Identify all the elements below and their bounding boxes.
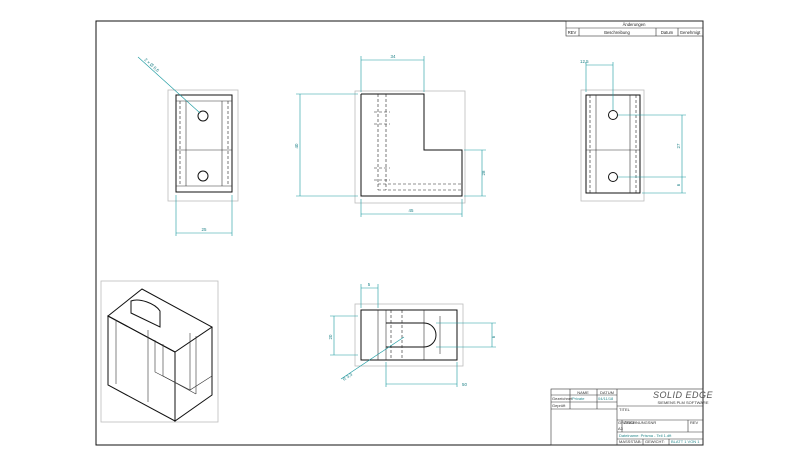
title-block-weight-label: GEWICHT: — [645, 439, 665, 444]
revision-col-date: Datum — [661, 30, 674, 35]
dim-bottom-radius: R 3,3 — [342, 372, 354, 382]
hole-callout: 2 × Ø 6,6 — [143, 57, 160, 73]
bottom-view — [354, 303, 464, 367]
dim-right-bottom: 6 — [676, 183, 681, 186]
dim-bottom-width: 45 — [409, 208, 414, 213]
title-block-scale-label: MASSSTAB: — [619, 439, 642, 444]
title-block-rev-label: REV — [690, 420, 699, 425]
dim-bottom-length: 50 — [462, 382, 467, 387]
front-view — [167, 89, 239, 202]
dim-height: 40 — [294, 143, 299, 148]
right-view-dimensions: 12,5 27 6 — [580, 59, 686, 194]
title-block-size-label: GRÖSSE — [618, 420, 635, 425]
dim-front-width: 25 — [202, 227, 207, 232]
isometric-view — [100, 280, 219, 423]
side-view — [354, 90, 466, 204]
dim-bottom-small: 5 — [368, 282, 371, 287]
revision-table-title: Änderungen — [623, 22, 646, 27]
bottom-view-dimensions: 5 20 6 R 3,3 50 — [328, 282, 496, 387]
dim-bottom-height: 20 — [328, 334, 333, 339]
revision-table: Änderungen REV Beschreibung Datum Genehm… — [565, 20, 704, 37]
title-block-company: SIEMENS PLM SOFTWARE — [658, 400, 709, 405]
revision-col-approved: Genehmigt — [680, 30, 701, 35]
dim-step-height: 28 — [481, 170, 486, 175]
dim-right-hole-spacing: 27 — [676, 143, 681, 148]
revision-col-description: Beschreibung — [604, 30, 630, 35]
drawing-border — [95, 20, 704, 446]
title-block-drawn-date: 04/11/18 — [598, 396, 614, 401]
title-block-drawn-label: Gezeichnet — [552, 396, 573, 401]
title-block-date-header: DATUM — [600, 390, 614, 395]
title-block-drawn-name: Private — [572, 396, 585, 401]
side-view-dimensions: 34 40 28 45 — [294, 54, 486, 217]
dim-top-width: 34 — [391, 54, 396, 59]
revision-col-rev: REV — [568, 30, 577, 35]
title-block: NAME DATUM Gezeichnet Private 04/11/18 G… — [550, 388, 714, 446]
right-view — [580, 89, 645, 202]
dim-bottom-slot: 6 — [491, 335, 496, 338]
dim-right-offset: 12,5 — [580, 59, 589, 64]
title-block-title-label: TITEL — [619, 407, 631, 412]
title-block-sheet-label: BLATT 1 VON 1 — [671, 439, 700, 444]
title-block-checked-label: Geprüft — [552, 403, 566, 408]
solid-edge-logo: SOLID EDGE — [653, 390, 714, 400]
title-block-file-line: Dateiname: Prisma - Teil 1.dft — [619, 433, 672, 438]
title-block-dwg-label: ZEICHNUNGSNR — [624, 420, 656, 425]
title-block-size-value: A3 — [618, 426, 624, 431]
front-view-dimensions: 2 × Ø 6,6 25 — [137, 56, 233, 236]
title-block-name-header: NAME — [577, 390, 589, 395]
